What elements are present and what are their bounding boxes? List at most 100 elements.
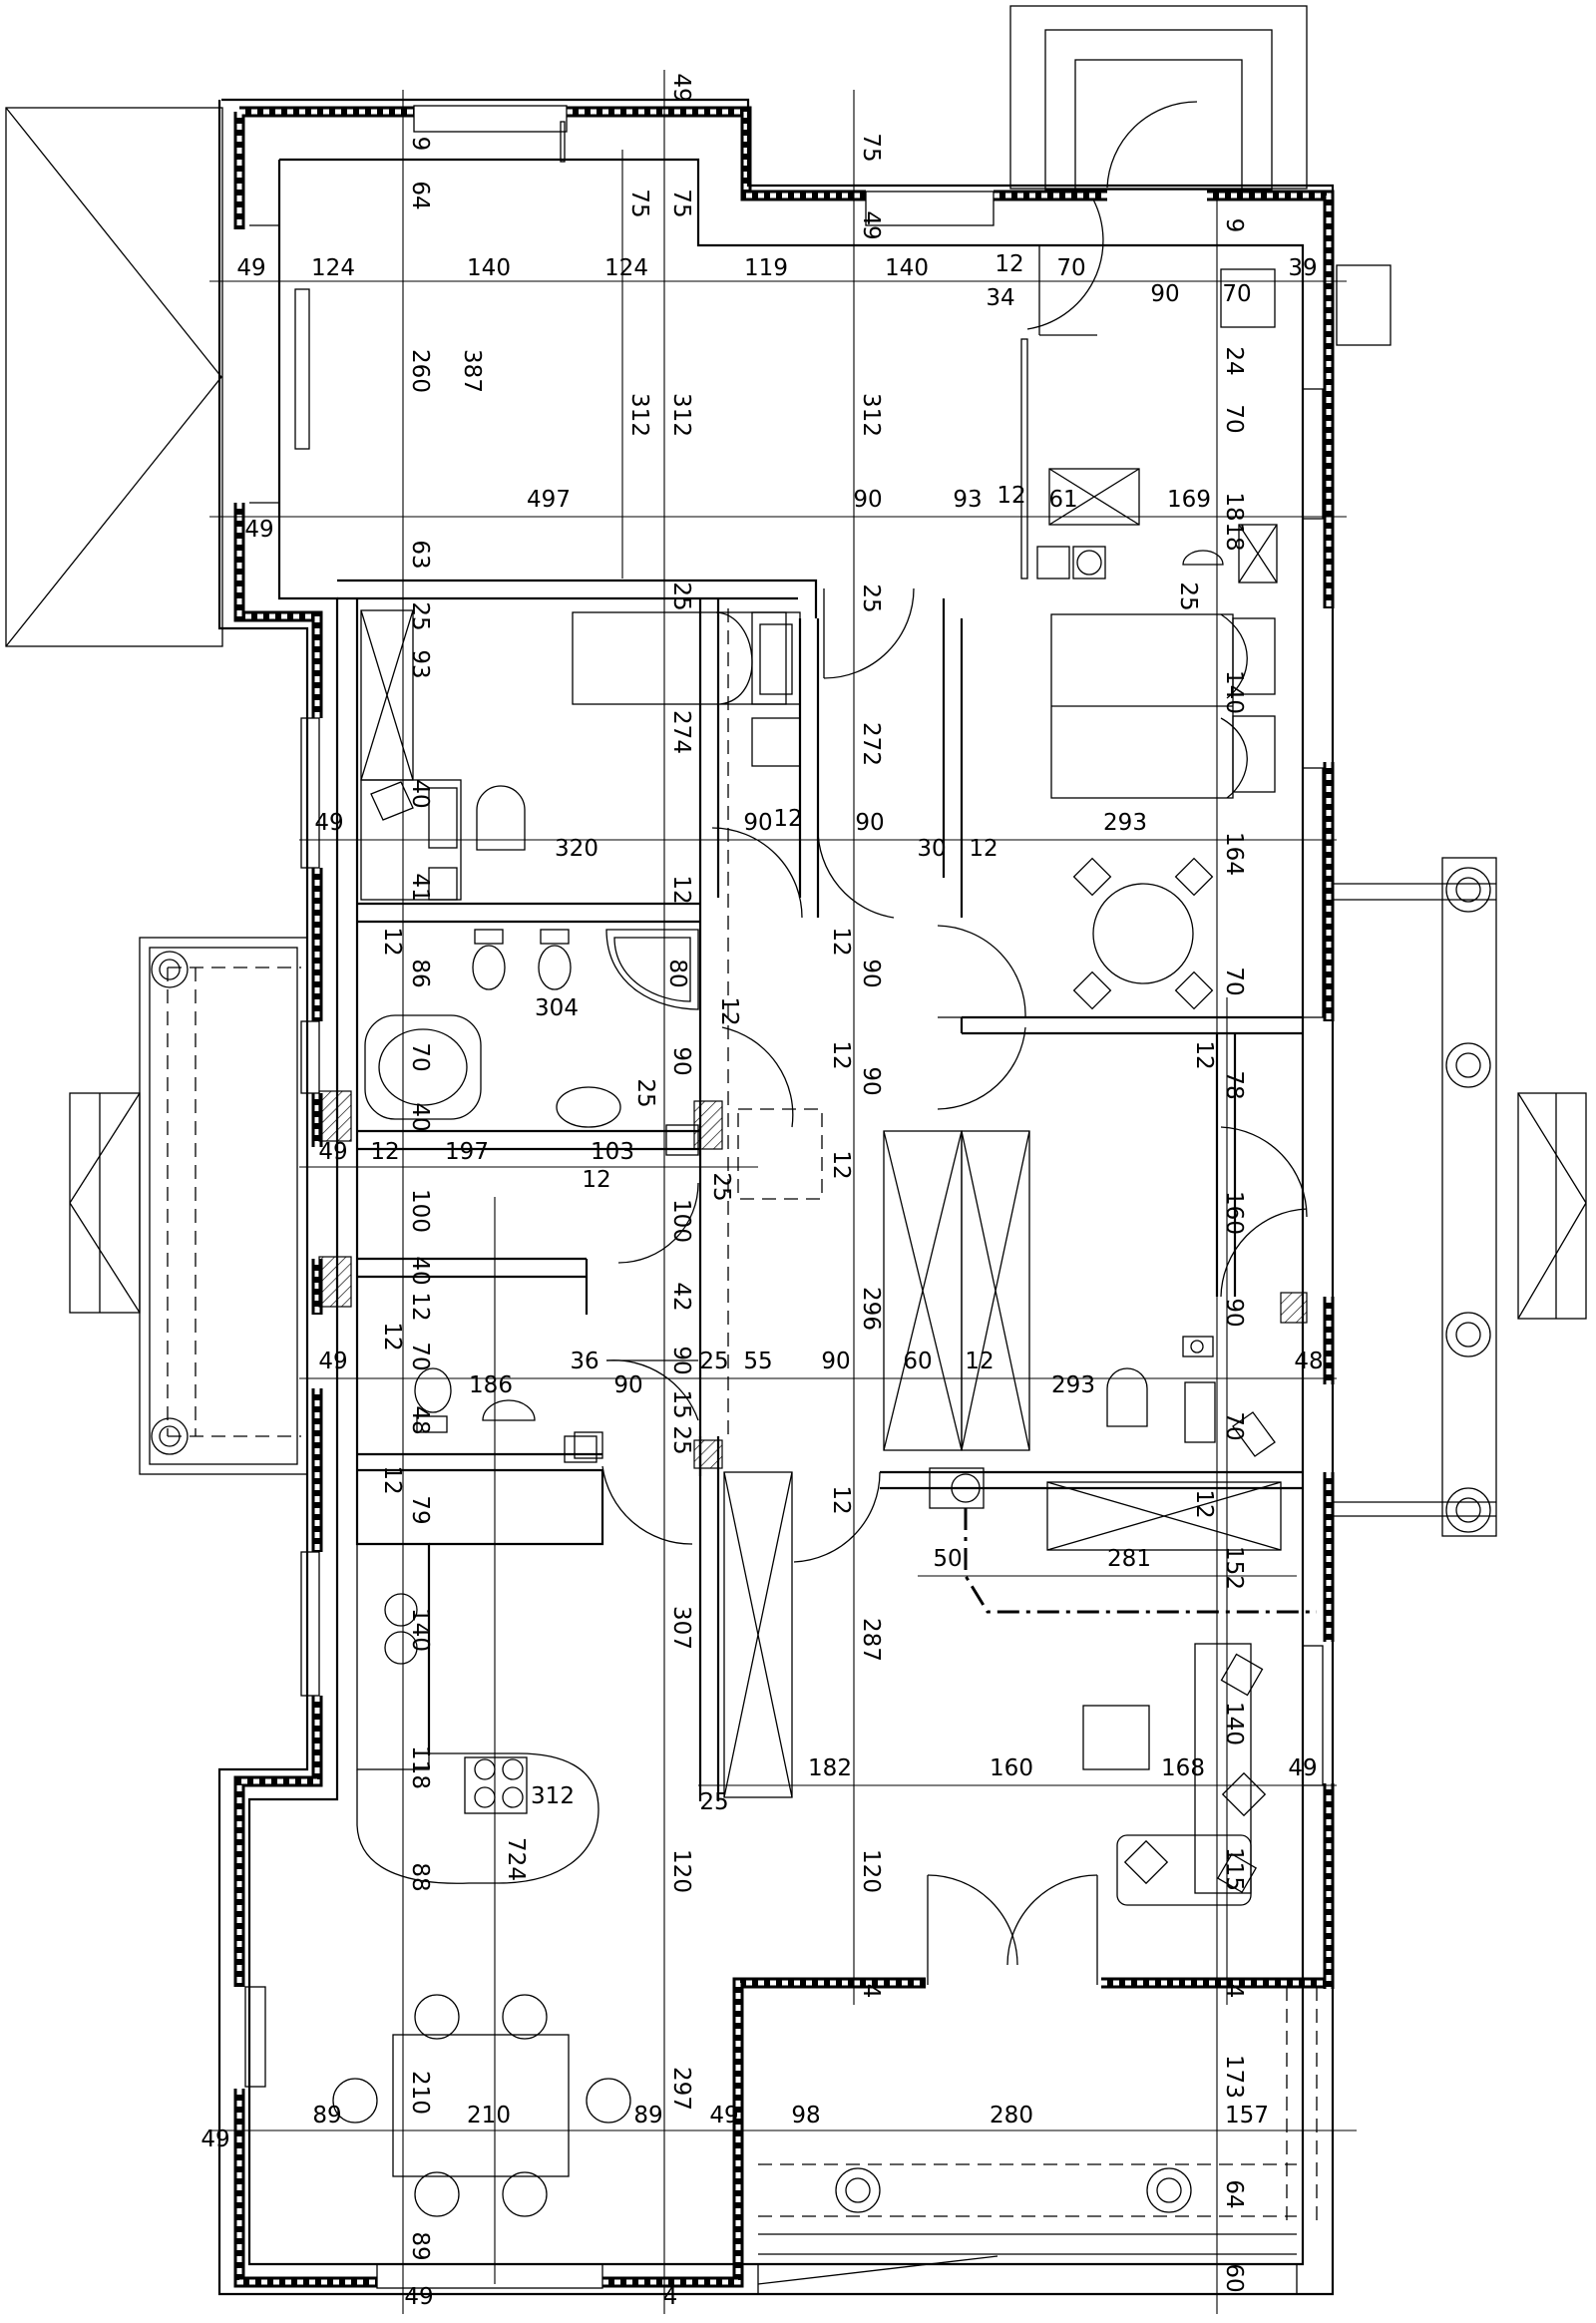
dimension-label: 120	[858, 1849, 884, 1893]
dimension-label: 12	[995, 251, 1023, 277]
dimension-label: 312	[668, 393, 694, 437]
chimney-hatches	[318, 1090, 1308, 1469]
dimension-label: 98	[791, 2103, 820, 2129]
dimension-label: 18	[1221, 522, 1247, 551]
dimension-label: 100	[668, 1199, 694, 1243]
dimension-label: 12	[379, 927, 405, 956]
dimension-label: 36	[570, 1349, 598, 1374]
bathroom-fixtures	[364, 929, 699, 1459]
dimension-label: 12	[828, 1150, 854, 1179]
dimension-label: 164	[1221, 832, 1247, 876]
dimension-label: 140	[1221, 670, 1247, 714]
dimension-label: 152	[1221, 1546, 1247, 1590]
dimension-label: 49	[318, 1349, 347, 1374]
dimension-label: 119	[744, 255, 788, 281]
dimension-label: 93	[953, 487, 982, 513]
dimension-label: 12	[668, 875, 694, 904]
dimension-label: 9	[1221, 218, 1247, 233]
dimension-label: 90	[1221, 1298, 1247, 1327]
dimension-label: 25	[708, 1172, 734, 1201]
dimension-label: 25	[632, 1078, 658, 1107]
doors	[601, 101, 1308, 1985]
dimension-label: 90	[853, 487, 882, 513]
dimension-label: 24	[1221, 346, 1247, 375]
dimension-label: 307	[668, 1606, 694, 1650]
dimension-label: 89	[633, 2103, 662, 2129]
dimension-label: 39	[1288, 255, 1317, 281]
interior-walls	[337, 579, 1303, 1801]
top-porch	[1009, 5, 1308, 191]
dimension-label: 12	[716, 996, 742, 1025]
dimension-label: 90	[668, 1346, 694, 1374]
dimension-label: 124	[604, 255, 648, 281]
dimension-label: 304	[535, 995, 579, 1021]
dimension-label: 320	[555, 836, 598, 862]
dimension-label: 49	[1288, 1755, 1317, 1781]
dimension-label: 63	[407, 540, 433, 569]
dimension-label: 12	[1191, 1489, 1217, 1518]
exterior-wall-insulation	[233, 106, 1335, 2288]
dimension-label: 12	[965, 1349, 994, 1374]
dimension-label: 312	[626, 393, 652, 437]
dimension-label: 78	[1221, 1070, 1247, 1099]
dimension-label: 4	[858, 1984, 884, 1999]
dimension-label: 281	[1107, 1546, 1151, 1572]
left-porch	[69, 937, 308, 1475]
dimension-label: 49	[236, 255, 265, 281]
left-terrace-roof	[5, 107, 223, 647]
dining-area	[332, 1543, 631, 2217]
dimension-label: 140	[407, 1608, 433, 1652]
dimension-label: 49	[200, 2127, 229, 2152]
dimension-label: 272	[858, 722, 884, 766]
dimension-label: 120	[668, 1849, 694, 1893]
dimension-label: 48	[407, 1405, 433, 1434]
dimension-label: 89	[407, 2231, 433, 2260]
dimension-label: 140	[467, 255, 511, 281]
dimension-label: 49	[244, 517, 273, 543]
bottom-terrace	[757, 2167, 1298, 2294]
dimension-label: 60	[903, 1349, 932, 1374]
dimension-label: 274	[668, 710, 694, 754]
dimension-label: 312	[858, 393, 884, 437]
dimension-label: 50	[933, 1546, 962, 1572]
dimension-label: 40	[407, 1256, 433, 1285]
dimension-label: 115	[1221, 1847, 1247, 1891]
dimension-label: 90	[668, 1046, 694, 1075]
dimension-label: 30	[917, 836, 946, 862]
dimension-label: 4	[1221, 1984, 1247, 1999]
dimension-label: 293	[1051, 1372, 1095, 1398]
dimension-label: 75	[668, 189, 694, 217]
bedroom-2-furniture	[1050, 613, 1276, 1010]
dimension-label: 182	[808, 1755, 852, 1781]
dimension-label: 64	[407, 181, 433, 209]
dimension-label: 169	[1167, 487, 1211, 513]
dimension-label: 12	[997, 483, 1025, 509]
dimension-label: 100	[407, 1189, 433, 1233]
dimension-label: 75	[626, 189, 652, 217]
dimension-label: 49	[709, 2103, 738, 2129]
dimension-label: 93	[407, 649, 433, 678]
dimension-label: 61	[1048, 487, 1077, 513]
dimension-label: 90	[1150, 281, 1179, 307]
dimension-label: 70	[1056, 255, 1085, 281]
right-porch	[1333, 857, 1587, 1537]
dimension-label: 124	[311, 255, 355, 281]
dimension-label: 49	[668, 73, 694, 102]
dimension-label: 25	[858, 583, 884, 612]
dimension-label: 40	[407, 779, 433, 808]
dimension-label: 70	[407, 1342, 433, 1370]
dimension-label: 70	[407, 1042, 433, 1071]
dimension-label: 103	[591, 1139, 634, 1165]
dimension-label: 12	[370, 1139, 399, 1165]
dimension-label: 25	[668, 581, 694, 610]
dimension-label: 12	[379, 1322, 405, 1351]
dimension-label: 25	[699, 1349, 728, 1374]
dimension-label: 12	[969, 836, 998, 862]
dimension-label: 79	[407, 1495, 433, 1524]
dimension-label: 25	[699, 1789, 728, 1815]
dimension-label: 40	[407, 1102, 433, 1131]
dimension-label: 724	[503, 1837, 529, 1881]
